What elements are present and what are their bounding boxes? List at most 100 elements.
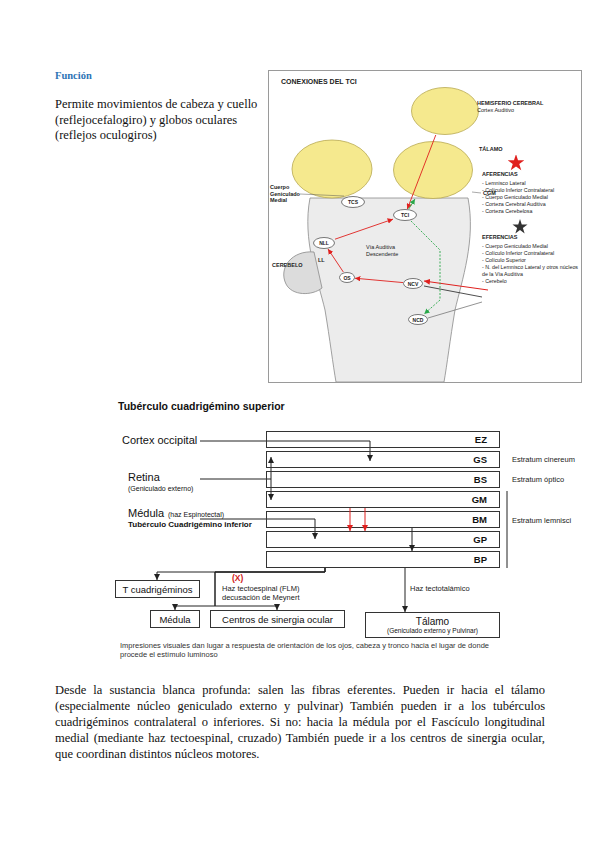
connector-arrow bbox=[355, 278, 403, 282]
tract-name: Haz tectoespinal (FLM) decusación de Mey… bbox=[222, 584, 332, 602]
input-line bbox=[200, 479, 271, 480]
nerve-line bbox=[428, 302, 482, 318]
layer-box: EZ bbox=[266, 431, 500, 448]
thalamus-shape: TÁLAMO bbox=[393, 141, 473, 199]
layer-box: BP bbox=[266, 551, 500, 568]
connector-arrow bbox=[409, 199, 415, 209]
nucleus-oval: NCV bbox=[403, 278, 423, 289]
part-name: LL bbox=[318, 257, 325, 264]
nucleus-oval: NLL bbox=[313, 237, 335, 249]
connector-arrow bbox=[407, 135, 435, 209]
target-box: Centros de sinergia ocular bbox=[210, 610, 345, 628]
connector-arrow bbox=[405, 568, 406, 612]
connector-arrow bbox=[335, 219, 393, 239]
node-label: HEMISFERIO CEREBRAL bbox=[477, 100, 543, 106]
legend-item: - Cuerpo Geniculado Medial bbox=[482, 243, 579, 250]
legend-swatch bbox=[512, 219, 527, 233]
node-outline bbox=[340, 273, 355, 283]
nucleus-oval: TCI bbox=[393, 209, 417, 221]
legend-item: - N. del Lemnisco Lateral y otros núcleo… bbox=[482, 264, 579, 277]
figure-caption: Impresiones visuales dan lugar a respues… bbox=[120, 641, 505, 659]
legend-text: EFERENCIAS bbox=[482, 234, 517, 240]
node-label: GP bbox=[473, 534, 487, 545]
cross-mark: (X) bbox=[232, 573, 243, 583]
node-label: TCS bbox=[348, 199, 358, 205]
node-label: CONEXIONES DEL TCI bbox=[281, 78, 357, 85]
legend-swatch bbox=[512, 219, 528, 235]
node-outline bbox=[394, 142, 473, 199]
node-outline bbox=[409, 315, 428, 325]
node-outline bbox=[404, 279, 423, 289]
connector-arrow bbox=[350, 508, 351, 531]
node-label: GS bbox=[473, 454, 487, 465]
node-label: T cuadrigéminos bbox=[122, 584, 192, 595]
layer-box: BM bbox=[266, 511, 500, 528]
input-arrow bbox=[271, 479, 272, 500]
node-label: TCI bbox=[401, 212, 409, 218]
nucleus-oval: NCD bbox=[408, 314, 428, 325]
node-outline bbox=[412, 88, 479, 135]
node-label: BS bbox=[474, 474, 487, 485]
node-outline bbox=[342, 197, 365, 208]
stratum-name: Estratum óptico bbox=[512, 475, 564, 484]
node-label: BM bbox=[472, 514, 487, 525]
legend-item: - Corteza Cerebelosa bbox=[482, 208, 579, 215]
node-label: NCD bbox=[413, 317, 424, 323]
legend-item: - Cerebelo bbox=[482, 278, 579, 285]
node-label: OS bbox=[343, 275, 350, 281]
connector-arrow bbox=[328, 249, 343, 272]
nucleus-oval: TCS bbox=[341, 196, 365, 208]
hemisphere-shape: HEMISFERIO CEREBRALCortex Auditivo bbox=[411, 87, 479, 135]
input-name: Retina bbox=[128, 471, 160, 484]
node-label: NLL bbox=[319, 240, 329, 246]
legend-swatch bbox=[508, 155, 524, 170]
legend-item: - Colículo Superior bbox=[482, 257, 579, 264]
legend-item: - Cuerpo Geniculado Medial bbox=[482, 194, 579, 201]
layer-box: GP bbox=[266, 531, 500, 548]
afferent-arrow bbox=[424, 281, 488, 290]
leader-line bbox=[300, 194, 344, 196]
target-box: T cuadrigéminos bbox=[115, 580, 200, 598]
thalamus-shape bbox=[292, 140, 372, 198]
input-arrow bbox=[271, 457, 272, 479]
input-name: Tubérculo Cuadrigémino inferior bbox=[128, 520, 252, 529]
layer-box: GS bbox=[266, 451, 500, 468]
node-label: Centros de sinergia ocular bbox=[222, 614, 333, 625]
node-label: Cortex Auditivo bbox=[477, 107, 514, 113]
connector-arrow bbox=[412, 528, 413, 551]
node-label: NCV bbox=[408, 281, 419, 287]
figure-frame: CONEXIONES DEL TCI HEMISFERIO CEREBRALCor… bbox=[268, 70, 582, 383]
node-label: Tálamo bbox=[416, 616, 449, 627]
leader-line bbox=[472, 192, 481, 193]
node-label: GM bbox=[472, 494, 487, 505]
legend-item: - Corteza Cerebral Auditiva bbox=[482, 201, 579, 208]
node-label: BP bbox=[474, 554, 487, 565]
tract-name: Haz tectotalámico bbox=[410, 584, 470, 593]
node-label: EZ bbox=[475, 434, 487, 445]
input-note: (haz Espinotectal) bbox=[168, 511, 224, 519]
legend-swatch bbox=[508, 155, 524, 171]
legend-item: - Colículo Inferior Contralateral bbox=[482, 187, 579, 194]
connector-arrow bbox=[365, 508, 366, 531]
layer-box: BS bbox=[266, 471, 500, 488]
body-text: Desde la sustancia blanca profunda: sale… bbox=[55, 682, 545, 762]
node-outline bbox=[411, 87, 479, 135]
figure-title: Tubérculo cuadrigémino superior bbox=[118, 400, 285, 412]
input-name: Cortex occipital bbox=[122, 434, 197, 447]
input-note: (Geniculado externo) bbox=[128, 485, 193, 493]
part-name: CEREBELO bbox=[272, 262, 303, 269]
part-name: Vía Auditiva Descendente bbox=[366, 244, 402, 257]
legend-item: - Colículo Inferior Contralateral bbox=[482, 250, 579, 257]
section-heading: Función bbox=[55, 70, 92, 81]
node-outline bbox=[393, 141, 473, 199]
part-name: Cuerpo Geniculado Medial bbox=[270, 184, 318, 204]
node-label: TÁLAMO bbox=[479, 146, 503, 152]
layer-box: GM bbox=[266, 491, 500, 508]
node-label: (Geniculado externo y Pulvinar) bbox=[387, 627, 478, 635]
target-box: Médula bbox=[150, 610, 200, 628]
legend-item: - Lemnisco Lateral bbox=[482, 180, 579, 187]
node-label: Médula bbox=[159, 614, 190, 625]
cerebellum-shape bbox=[284, 252, 322, 294]
input-name: Médula bbox=[128, 507, 164, 520]
